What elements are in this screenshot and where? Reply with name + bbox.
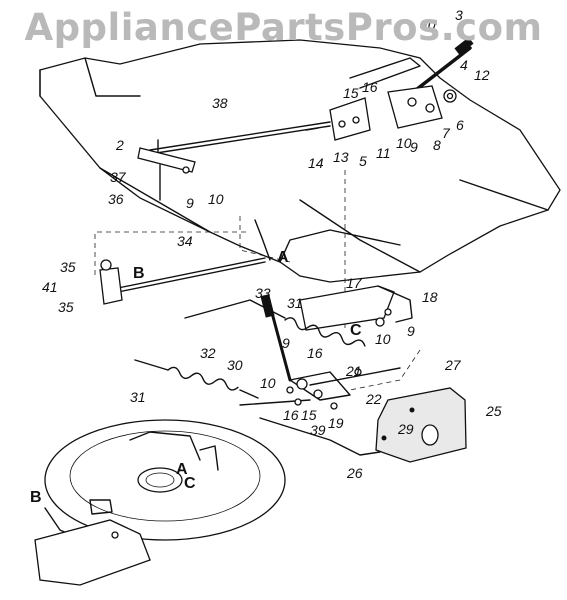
part-label: 30 xyxy=(227,357,243,373)
part-label: 27 xyxy=(444,357,462,373)
part-label: 6 xyxy=(456,117,464,133)
callout-letter: A xyxy=(277,249,289,266)
part-label: 12 xyxy=(474,67,490,83)
part-label: 9 xyxy=(410,139,418,155)
part-label: 18 xyxy=(422,289,438,305)
part-label: 34 xyxy=(177,233,193,249)
part-label: 36 xyxy=(108,191,124,207)
belt-guard xyxy=(375,387,467,463)
part-label: 33 xyxy=(255,285,271,301)
part-label: 16 xyxy=(362,79,378,95)
spring-lower xyxy=(134,359,259,399)
part-label: 35 xyxy=(58,299,74,315)
part-label: 13 xyxy=(333,149,349,165)
part-label: 38 xyxy=(212,95,228,111)
callout-letter: C xyxy=(350,322,362,339)
part-label: 29 xyxy=(397,421,414,437)
part-label: 8 xyxy=(433,137,441,153)
support-bracket xyxy=(299,285,413,331)
part-label: 22 xyxy=(365,391,382,407)
part-label: 17 xyxy=(346,275,363,291)
part-label: 15 xyxy=(343,85,359,101)
pivot-bracket xyxy=(137,139,196,201)
part-label: 3 xyxy=(455,7,463,23)
part-label: 31 xyxy=(287,295,303,311)
part-label: 10 xyxy=(208,191,224,207)
part-label: 4 xyxy=(460,57,468,73)
part-label: 10 xyxy=(375,331,391,347)
callout-letter: B xyxy=(133,265,145,282)
callout-letter: A xyxy=(176,461,188,478)
watermark: AppliancePartsPros.com xyxy=(24,6,543,49)
part-label: 15 xyxy=(301,407,317,423)
engagement-lever xyxy=(260,294,351,401)
linkage-rod xyxy=(99,219,271,305)
mounting-bracket xyxy=(329,85,457,141)
part-label: 39 xyxy=(310,422,326,438)
part-label: 11 xyxy=(376,145,391,161)
part-label: 21 xyxy=(345,363,362,379)
part-label: 2 xyxy=(115,137,124,153)
part-label: 7 xyxy=(442,125,451,141)
callout-letter: B xyxy=(30,489,42,506)
part-label: 26 xyxy=(346,465,363,481)
part-label: 31 xyxy=(130,389,146,405)
part-label: 10 xyxy=(396,135,412,151)
part-label: 9 xyxy=(186,195,194,211)
part-label: 14 xyxy=(308,155,324,171)
part-label: 25 xyxy=(485,403,502,419)
part-label: 5 xyxy=(359,153,367,169)
part-label: 32 xyxy=(200,345,216,361)
part-label: 9 xyxy=(282,335,290,351)
callout-letter: C xyxy=(184,475,196,492)
mower-deck xyxy=(34,419,286,586)
part-label: 10 xyxy=(260,375,276,391)
part-label: 41 xyxy=(42,279,58,295)
part-label: 40 xyxy=(420,17,436,33)
part-label: 9 xyxy=(407,323,415,339)
part-label: 37 xyxy=(110,169,127,185)
part-label: 35 xyxy=(60,259,76,275)
hardware xyxy=(111,116,392,539)
part-label: 16 xyxy=(283,407,299,423)
part-label: 16 xyxy=(307,345,323,361)
part-label: 19 xyxy=(328,415,344,431)
lift-rod xyxy=(149,121,331,155)
assembly-guides xyxy=(94,170,421,391)
